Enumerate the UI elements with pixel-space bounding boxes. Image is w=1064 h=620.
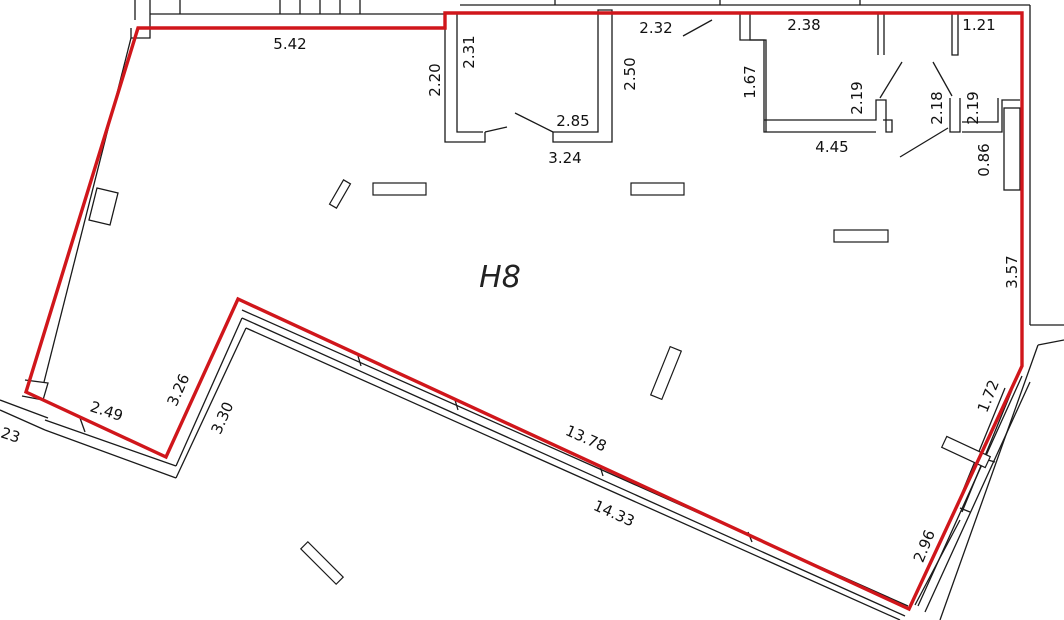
dimension-label: 2.31 <box>460 35 478 68</box>
partition <box>949 98 961 133</box>
wall-tick <box>959 507 971 513</box>
door-swing <box>514 112 554 133</box>
unit-h8-boundary[interactable] <box>23 11 1024 612</box>
dimension-label: 2.19 <box>964 91 982 124</box>
column <box>649 345 683 401</box>
exterior-wall <box>44 429 177 479</box>
window-frame <box>1003 107 1021 191</box>
exterior-wall <box>175 327 247 479</box>
dimension-label: 0.86 <box>975 143 993 176</box>
bathroom-wall <box>456 14 483 133</box>
window-pane <box>914 519 961 606</box>
dimension-label: 1.67 <box>741 65 759 98</box>
dimension-label: 2.50 <box>621 57 639 90</box>
partition <box>951 12 959 56</box>
corner-block <box>21 379 49 401</box>
dimension-label: 2.19 <box>848 81 866 114</box>
dimension-label: 1.72 <box>974 377 1003 415</box>
room-wall <box>962 98 999 123</box>
dimension-label: 1.21 <box>962 16 995 34</box>
wall-column <box>88 187 119 226</box>
exterior-wall <box>0 399 49 419</box>
dimension-label: 3.57 <box>1003 255 1021 288</box>
door-swing <box>682 19 713 37</box>
bathroom-wall <box>484 126 508 133</box>
exterior-wall <box>175 317 243 467</box>
dimension-label: 2.32 <box>639 19 672 37</box>
column <box>833 229 889 243</box>
column <box>299 540 345 586</box>
dimension-label: 2.20 <box>426 63 444 96</box>
door-swing <box>932 61 953 97</box>
door-swing <box>899 127 949 158</box>
wall-tick <box>357 355 362 367</box>
column <box>328 179 352 209</box>
wall-tick <box>454 399 459 411</box>
window-pane <box>961 389 1013 513</box>
room-label: H8 <box>479 260 521 295</box>
dimension-label: 4.45 <box>815 138 848 156</box>
dimension-label: 23 <box>0 424 22 447</box>
dimension-label: 2.49 <box>88 398 125 425</box>
lower-diagonal-wall <box>245 327 901 620</box>
corner-jog <box>130 26 151 39</box>
door-swing <box>879 61 903 99</box>
dimension-label: 2.38 <box>787 16 820 34</box>
dimension-label: 3.30 <box>207 399 237 437</box>
dimension-labels: 5.42 2.20 2.31 2.50 2.85 3.24 2.32 2.38 … <box>0 16 1021 565</box>
right-diagonal-wall <box>939 344 1039 620</box>
dimension-label: 2.18 <box>928 91 946 124</box>
dimension-label: 2.96 <box>910 527 939 565</box>
right-diagonal-wall <box>924 381 1031 613</box>
dimension-label: 2.85 <box>556 112 589 130</box>
dimension-label: 3.24 <box>548 149 581 167</box>
room-wall <box>962 99 1020 133</box>
column <box>372 182 427 196</box>
right-wall <box>1037 339 1064 346</box>
column <box>630 182 685 196</box>
room-wall <box>764 99 893 133</box>
bathroom-wall <box>444 14 486 143</box>
bathroom-wall <box>552 9 613 143</box>
room-wall <box>749 12 767 132</box>
dimension-label: 14.33 <box>591 496 638 530</box>
dimension-label: 5.42 <box>273 35 306 53</box>
wall-tick <box>79 417 86 433</box>
lower-diagonal-wall <box>241 317 906 617</box>
exterior-wall <box>0 409 46 431</box>
exterior-wall <box>44 419 177 467</box>
dimension-label: 13.78 <box>563 421 610 455</box>
